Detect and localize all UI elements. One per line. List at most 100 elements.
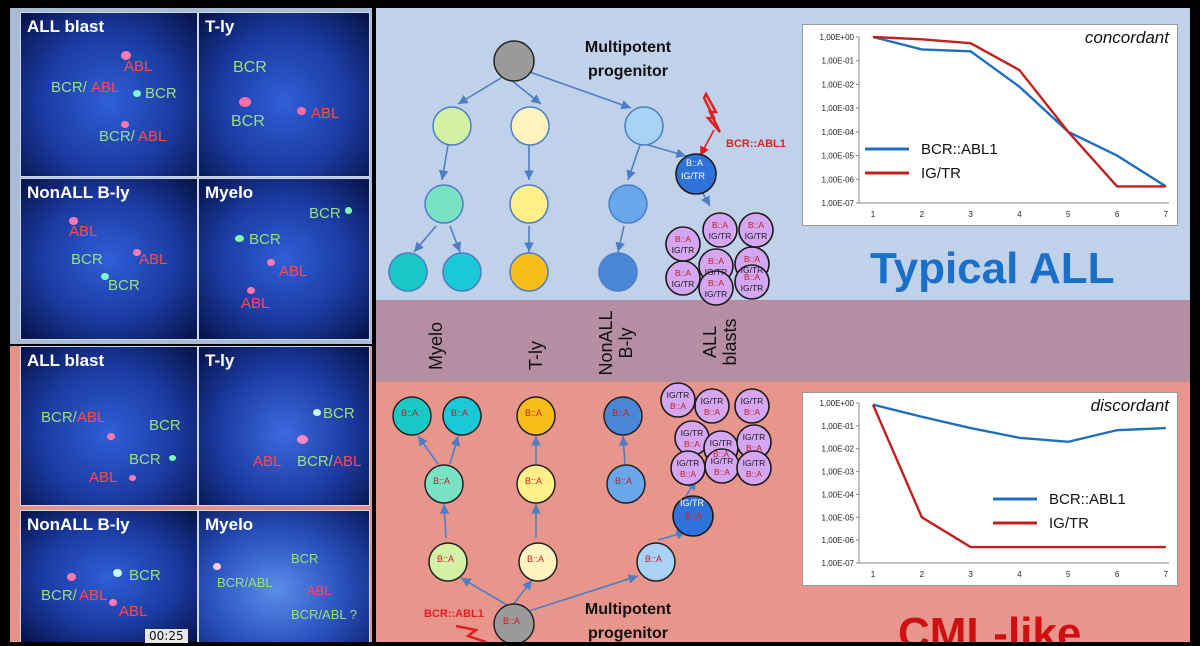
fish-panel-myelo-top: Myelo BCR BCR ABL ABL [198,178,370,340]
chart-title: discordant [1091,396,1171,415]
t-ly-node [516,396,556,436]
cluster-igtr-label: IG/TR [701,396,724,406]
red-signal [297,107,306,115]
abl-label: ABL [139,251,168,268]
red-signal [69,217,78,225]
cluster-igtr-label: IG/TR [745,231,768,241]
t-ly-node [509,184,549,224]
green-signal [101,273,109,280]
b-ly-node [608,184,648,224]
t-ly-node [516,464,556,504]
node-ba-label: B::A [645,554,663,564]
b-ly-node [606,464,646,504]
bcr-label: BCR [108,277,140,294]
myelo-node [392,396,432,436]
bcr-label: BCR [129,567,161,584]
myelo-node [424,184,464,224]
y-tick-label: 1,00E+00 [820,399,855,408]
node-ba-label: B::A [525,408,543,418]
blast-cluster-bottom [660,382,772,486]
node-ba-label: B::A [525,476,543,486]
fish-title: NonALL B-ly [27,515,130,534]
green-signal [133,90,141,97]
blast-igtr-label: IG/TR [681,171,705,181]
fusion-label: BCR/ABL ? [291,607,357,622]
abl-label: ABL [89,469,118,486]
progenitor-label-top: Multipotent progenitor [584,39,672,80]
fish-panel-myelo-bottom: Myelo BCR BCR/ABL ABL BCR/ABL ? [198,510,370,642]
cluster-ba-label: B::A [746,469,762,479]
bcr-label: BCR [249,231,281,248]
y-tick-label: 1,00E-04 [822,490,855,499]
fish-panel-t-ly-bottom: T-ly BCR ABL BCR/ ABL [198,346,370,506]
abl-label: ABL [91,79,120,96]
node-ba-label: B::A [401,408,419,418]
myelo-node [442,396,482,436]
red-signal [129,475,136,481]
y-tick-label: 1,00E-06 [822,536,855,545]
x-tick-label: 1 [871,570,876,579]
myelo-node [424,464,464,504]
node-ba-label: B::A [612,408,630,418]
blast-node [675,153,717,195]
node-ba-label: B::A [527,554,545,564]
x-tick-label: 4 [1017,570,1022,579]
bcr-label: BCR/ [297,453,333,470]
y-tick-label: 1,00E-01 [822,57,855,66]
x-tick-label: 6 [1115,210,1120,219]
fish-title: Myelo [205,515,254,534]
abl-label: ABL [307,583,332,598]
fish-title: T-ly [205,17,235,36]
x-tick-label: 5 [1066,210,1071,219]
abl-label: ABL [333,453,362,470]
cluster-ba-label: B::A [744,272,760,282]
fish-title: T-ly [205,351,235,370]
cluster-ba-label: B::A [708,256,724,266]
legend-label: BCR::ABL1 [921,141,998,158]
abl-label: ABL [253,453,282,470]
legend-label: BCR::ABL1 [1049,491,1126,508]
middle-band [376,300,1190,382]
cluster-ba-label: B::A [670,401,686,411]
y-tick-label: 1,00E-02 [822,445,855,454]
cluster-ba-label: B::A [748,220,764,230]
cluster-ba-label: B::A [714,467,730,477]
lineage-diagram: B::AIG/TRB::AIG/TRB::AIG/TRB::AIG/TRB::A… [388,40,774,642]
lightning-icon [702,91,722,133]
lineage-all-blasts: ALL blasts [700,318,740,366]
x-tick-label: 7 [1164,570,1169,579]
fusion-label: BCR/ABL [217,575,273,590]
cluster-igtr-label: IG/TR [743,458,766,468]
fish-panel-t-ly-top: T-ly BCR ABL BCR [198,12,370,177]
lineage-nonall-b-ly: NonALL B-ly [596,310,636,376]
cluster-igtr-label: IG/TR [672,279,695,289]
x-tick-label: 7 [1164,210,1169,219]
bcr-label: BCR [149,417,181,434]
bcr-label: BCR [145,85,177,102]
cluster-ba-label: B::A [712,220,728,230]
y-tick-label: 1,00E-04 [822,128,855,137]
cluster-ba-label: B::A [675,234,691,244]
b-ly-node [603,396,643,436]
cluster-igtr-label: IG/TR [741,283,764,293]
bcr-label: BCR [231,113,265,130]
abl-label: ABL [79,587,108,604]
cluster-igtr-label: IG/TR [710,438,733,448]
blast-cluster-top [665,212,774,306]
green-signal [345,207,352,214]
bcr-label: BCR [309,205,341,222]
fish-panel-nonall-b-ly-top: NonALL B-ly ABL BCR ABL BCR [20,178,198,340]
red-signal [133,249,141,256]
blast-igtr-label: IG/TR [680,498,704,508]
y-tick-label: 1,00E-06 [822,175,855,184]
cluster-ba-label: B::A [680,469,696,479]
lineage-myelo: Myelo [426,321,446,370]
cluster-ba-label: B::A [684,439,700,449]
x-tick-label: 2 [920,570,925,579]
fish-title: Myelo [205,183,254,202]
t-ly-node [509,252,549,292]
fish-group-bottom: ALL blast BCR/ABL BCR BCR ABL T-ly BCR A… [10,346,372,642]
cluster-ba-label: B::A [704,407,720,417]
cluster-ba-label: B::A [746,443,762,453]
abl-label: ABL [124,58,153,75]
